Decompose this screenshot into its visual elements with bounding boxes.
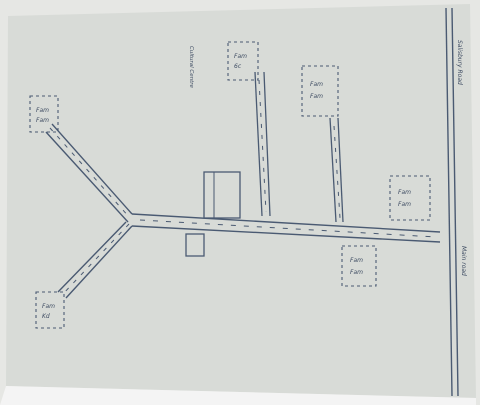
spur-to-top bbox=[254, 71, 271, 217]
right-box-line1: Fam bbox=[398, 189, 411, 196]
lower-left-branch bbox=[57, 221, 133, 299]
left-lower-box bbox=[35, 291, 65, 329]
right-box bbox=[389, 175, 431, 221]
vertical-left-label: Cultural Centre bbox=[188, 46, 194, 89]
left-upper-box-line1: Fam bbox=[234, 53, 247, 60]
top-left-box-line2: Fam bbox=[36, 117, 49, 124]
mid-upper-box bbox=[301, 65, 339, 117]
left-lower-box-line1: Fam bbox=[42, 303, 55, 310]
paper-bottom-edge bbox=[0, 386, 476, 405]
top-left-box-line1: Fam bbox=[36, 107, 49, 114]
upper-left-branch bbox=[45, 123, 133, 223]
bottom-box-line1: Fam bbox=[350, 257, 363, 264]
building-outline bbox=[203, 171, 241, 219]
right-road-label: Main road bbox=[460, 246, 467, 276]
mid-upper-box-line1: Fam bbox=[310, 81, 323, 88]
mid-upper-box-line2: Fam bbox=[310, 93, 323, 100]
top-left-box bbox=[29, 95, 59, 133]
main-trunk-road bbox=[131, 213, 441, 243]
left-upper-box bbox=[227, 41, 259, 81]
paper-sheet bbox=[6, 4, 476, 398]
left-lower-box-line2: Kd bbox=[42, 313, 50, 320]
bottom-box-line2: Fam bbox=[350, 269, 363, 276]
bottom-box bbox=[341, 245, 377, 287]
small-block bbox=[185, 233, 205, 257]
left-upper-box-line2: 6c bbox=[234, 63, 242, 70]
spur-to-mid bbox=[329, 117, 344, 223]
right-box-line2: Fam bbox=[398, 201, 411, 208]
right-border-road bbox=[445, 7, 459, 397]
top-road-label: Salisbury Road bbox=[456, 40, 463, 85]
